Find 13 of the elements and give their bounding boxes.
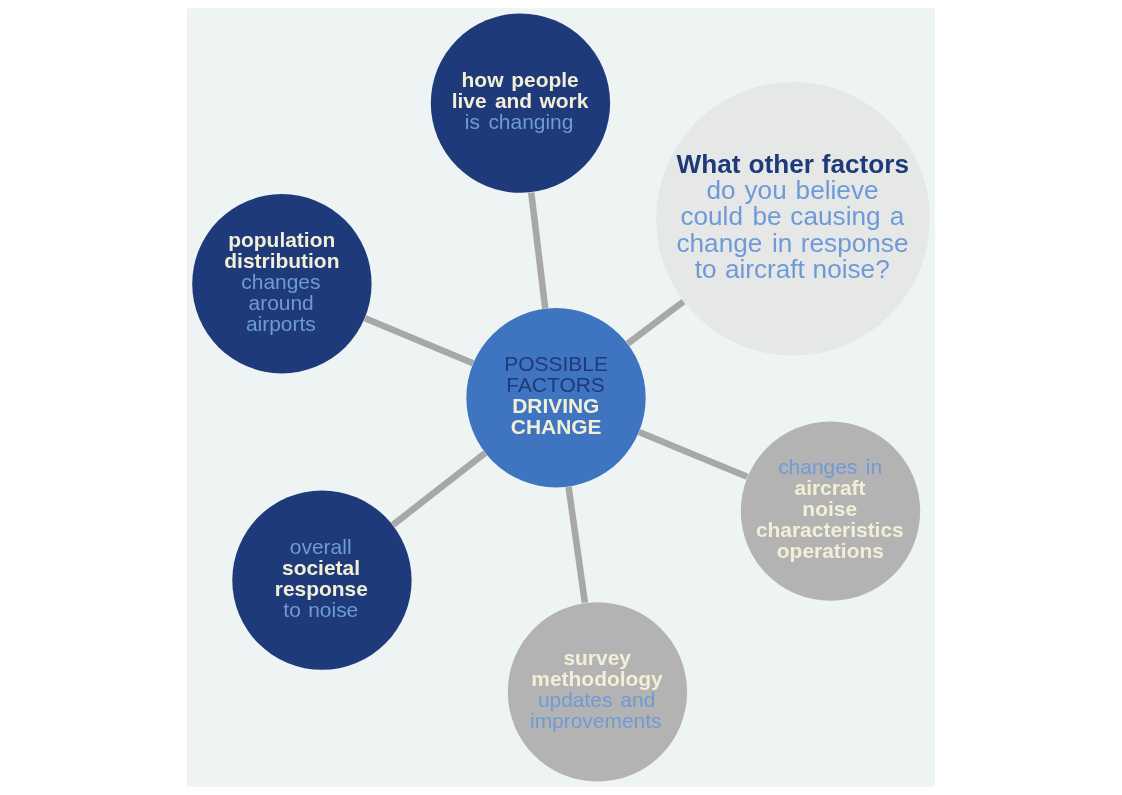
connector xyxy=(625,298,686,347)
node-circle: What other factors do you believe could be causing a change in response to aircraft noise? xyxy=(656,82,930,356)
connector xyxy=(637,429,749,480)
connector xyxy=(565,486,589,604)
node-circle: overall societal response to noise xyxy=(232,490,412,670)
node-circle: survey methodology updates and improvements xyxy=(507,602,688,782)
node-circle: POSSIBLE FACTORS DRIVING CHANGE xyxy=(466,308,646,488)
connector xyxy=(363,315,475,367)
node-circle: how people live and work is changing xyxy=(430,13,611,193)
connector xyxy=(390,450,488,528)
node-circle: changes in aircraft noise characteristics operations xyxy=(740,421,921,601)
node-circle: population distribution changes around airports xyxy=(192,194,372,374)
connector xyxy=(528,192,549,309)
